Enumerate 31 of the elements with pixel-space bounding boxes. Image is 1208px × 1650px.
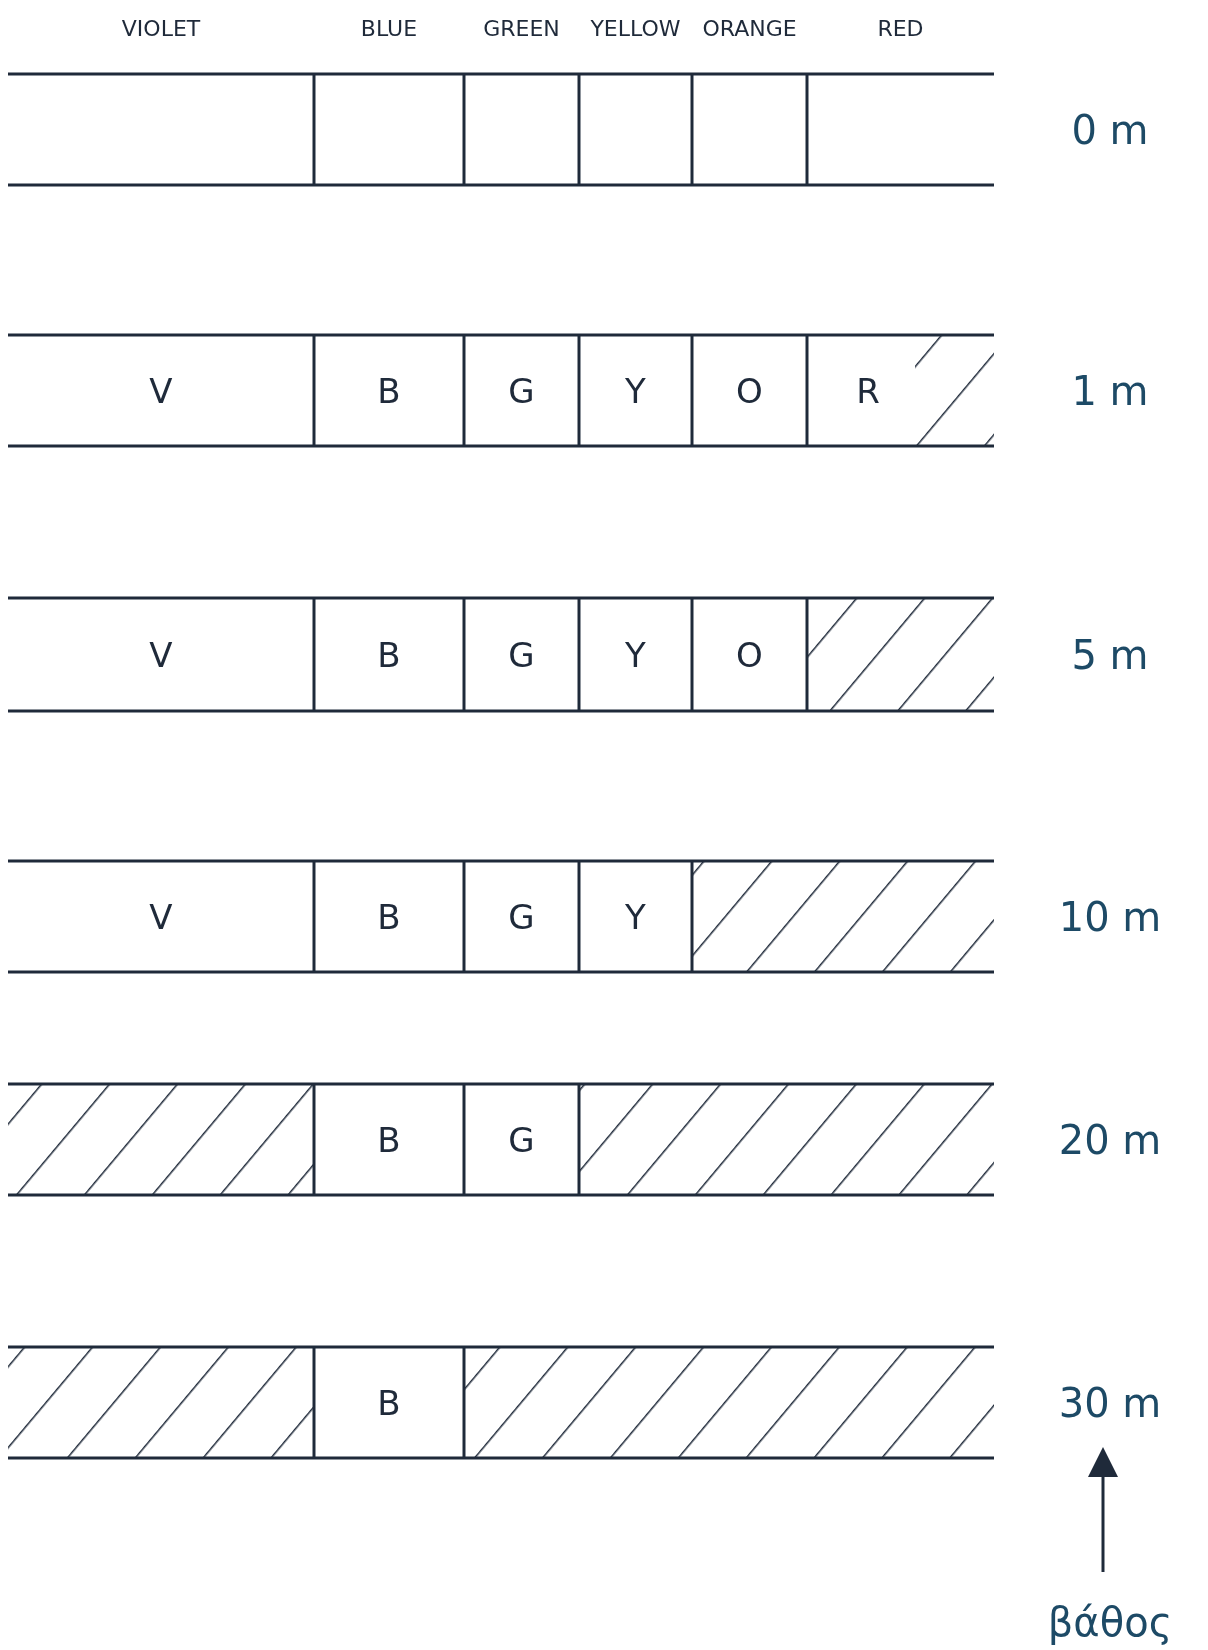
color-letter: Y [625, 370, 646, 411]
column-header: RED [877, 15, 924, 41]
column-header: ORANGE [702, 15, 797, 41]
color-letter: B [377, 896, 401, 937]
color-letter: Y [625, 634, 646, 675]
color-letter: G [508, 370, 535, 411]
color-letter: O [736, 370, 763, 411]
color-letter: B [377, 370, 401, 411]
column-header: VIOLET [121, 15, 201, 41]
depth-label: 0 m [1071, 106, 1149, 153]
axis-label: βάθος [1047, 1599, 1173, 1645]
color-letter: R [856, 370, 880, 411]
color-letter: V [149, 896, 173, 937]
color-letter: O [736, 634, 763, 675]
color-letter: G [508, 634, 535, 675]
depth-label: 1 m [1071, 367, 1149, 414]
depth-label: 30 m [1058, 1379, 1162, 1426]
depth-label: 10 m [1058, 893, 1162, 940]
color-letter: V [149, 370, 173, 411]
color-letter: B [377, 1119, 401, 1160]
color-letter: Y [625, 896, 646, 937]
column-header: YELLOW [590, 15, 681, 41]
color-letter: G [508, 1119, 535, 1160]
column-header: BLUE [360, 15, 418, 41]
color-letter: G [508, 896, 535, 937]
column-header: GREEN [483, 15, 560, 41]
depth-label: 5 m [1071, 631, 1149, 678]
depth-label: 20 m [1058, 1116, 1162, 1163]
color-letter: V [149, 634, 173, 675]
color-letter: B [377, 634, 401, 675]
color-letter: B [377, 1382, 401, 1423]
